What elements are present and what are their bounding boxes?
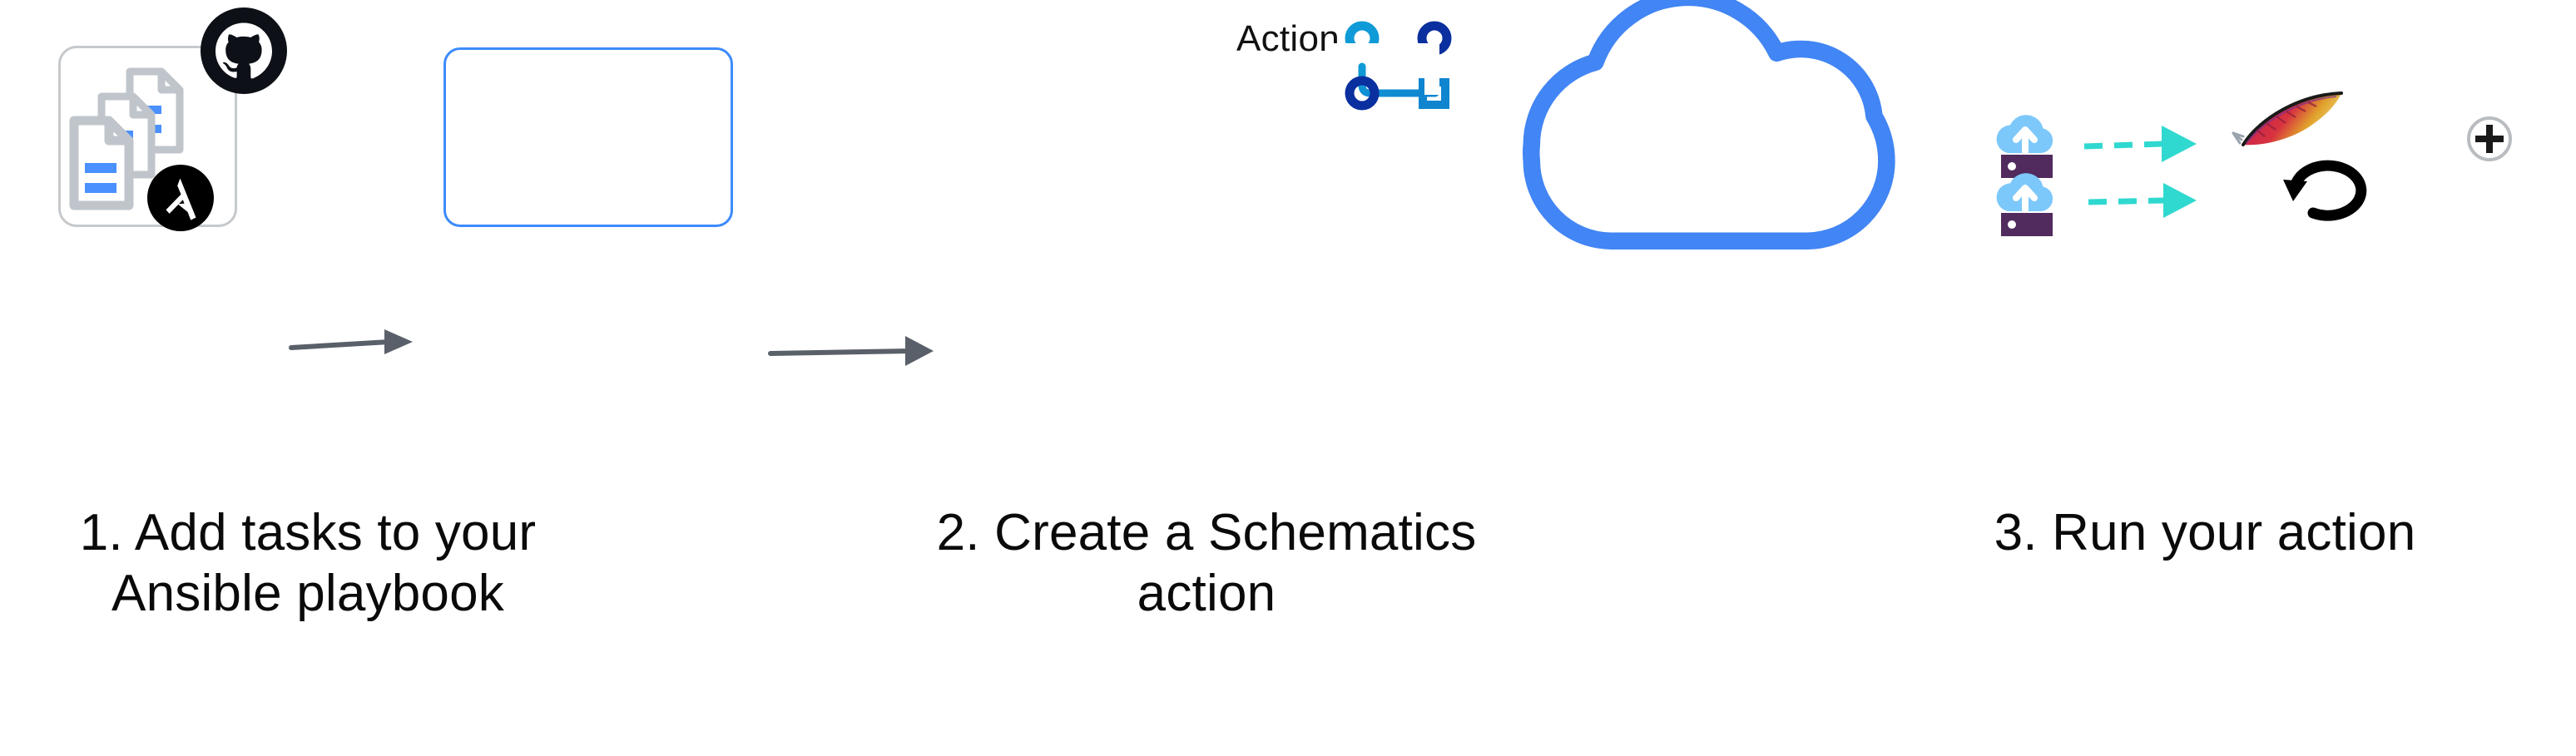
action-card bbox=[443, 47, 733, 227]
repository-card bbox=[58, 46, 237, 227]
dashed-arrow-row2 bbox=[2088, 183, 2197, 218]
plus-badge bbox=[2467, 116, 2512, 161]
restart-loop-icon bbox=[2283, 160, 2367, 221]
step-3-caption: 3. Run your action bbox=[1994, 504, 2416, 561]
step-1-caption: 1. Add tasks to your Ansible playbook bbox=[79, 504, 537, 622]
cloud-upload-server-icon-row2 bbox=[1996, 173, 2053, 236]
step-1-to-2-arrow bbox=[289, 329, 413, 354]
card-border-gap-right bbox=[1424, 43, 1439, 95]
cloud-upload-server-icon-row1 bbox=[1996, 115, 2053, 178]
action-title: Action bbox=[1236, 18, 1340, 59]
dashed-arrow-row1 bbox=[2083, 126, 2197, 162]
step-2-caption: 2. Create a Schematics action bbox=[936, 504, 1477, 622]
step-2-to-3-arrow bbox=[768, 336, 934, 366]
card-border-gap-top bbox=[1327, 43, 1435, 57]
apache-logo bbox=[2232, 91, 2343, 146]
